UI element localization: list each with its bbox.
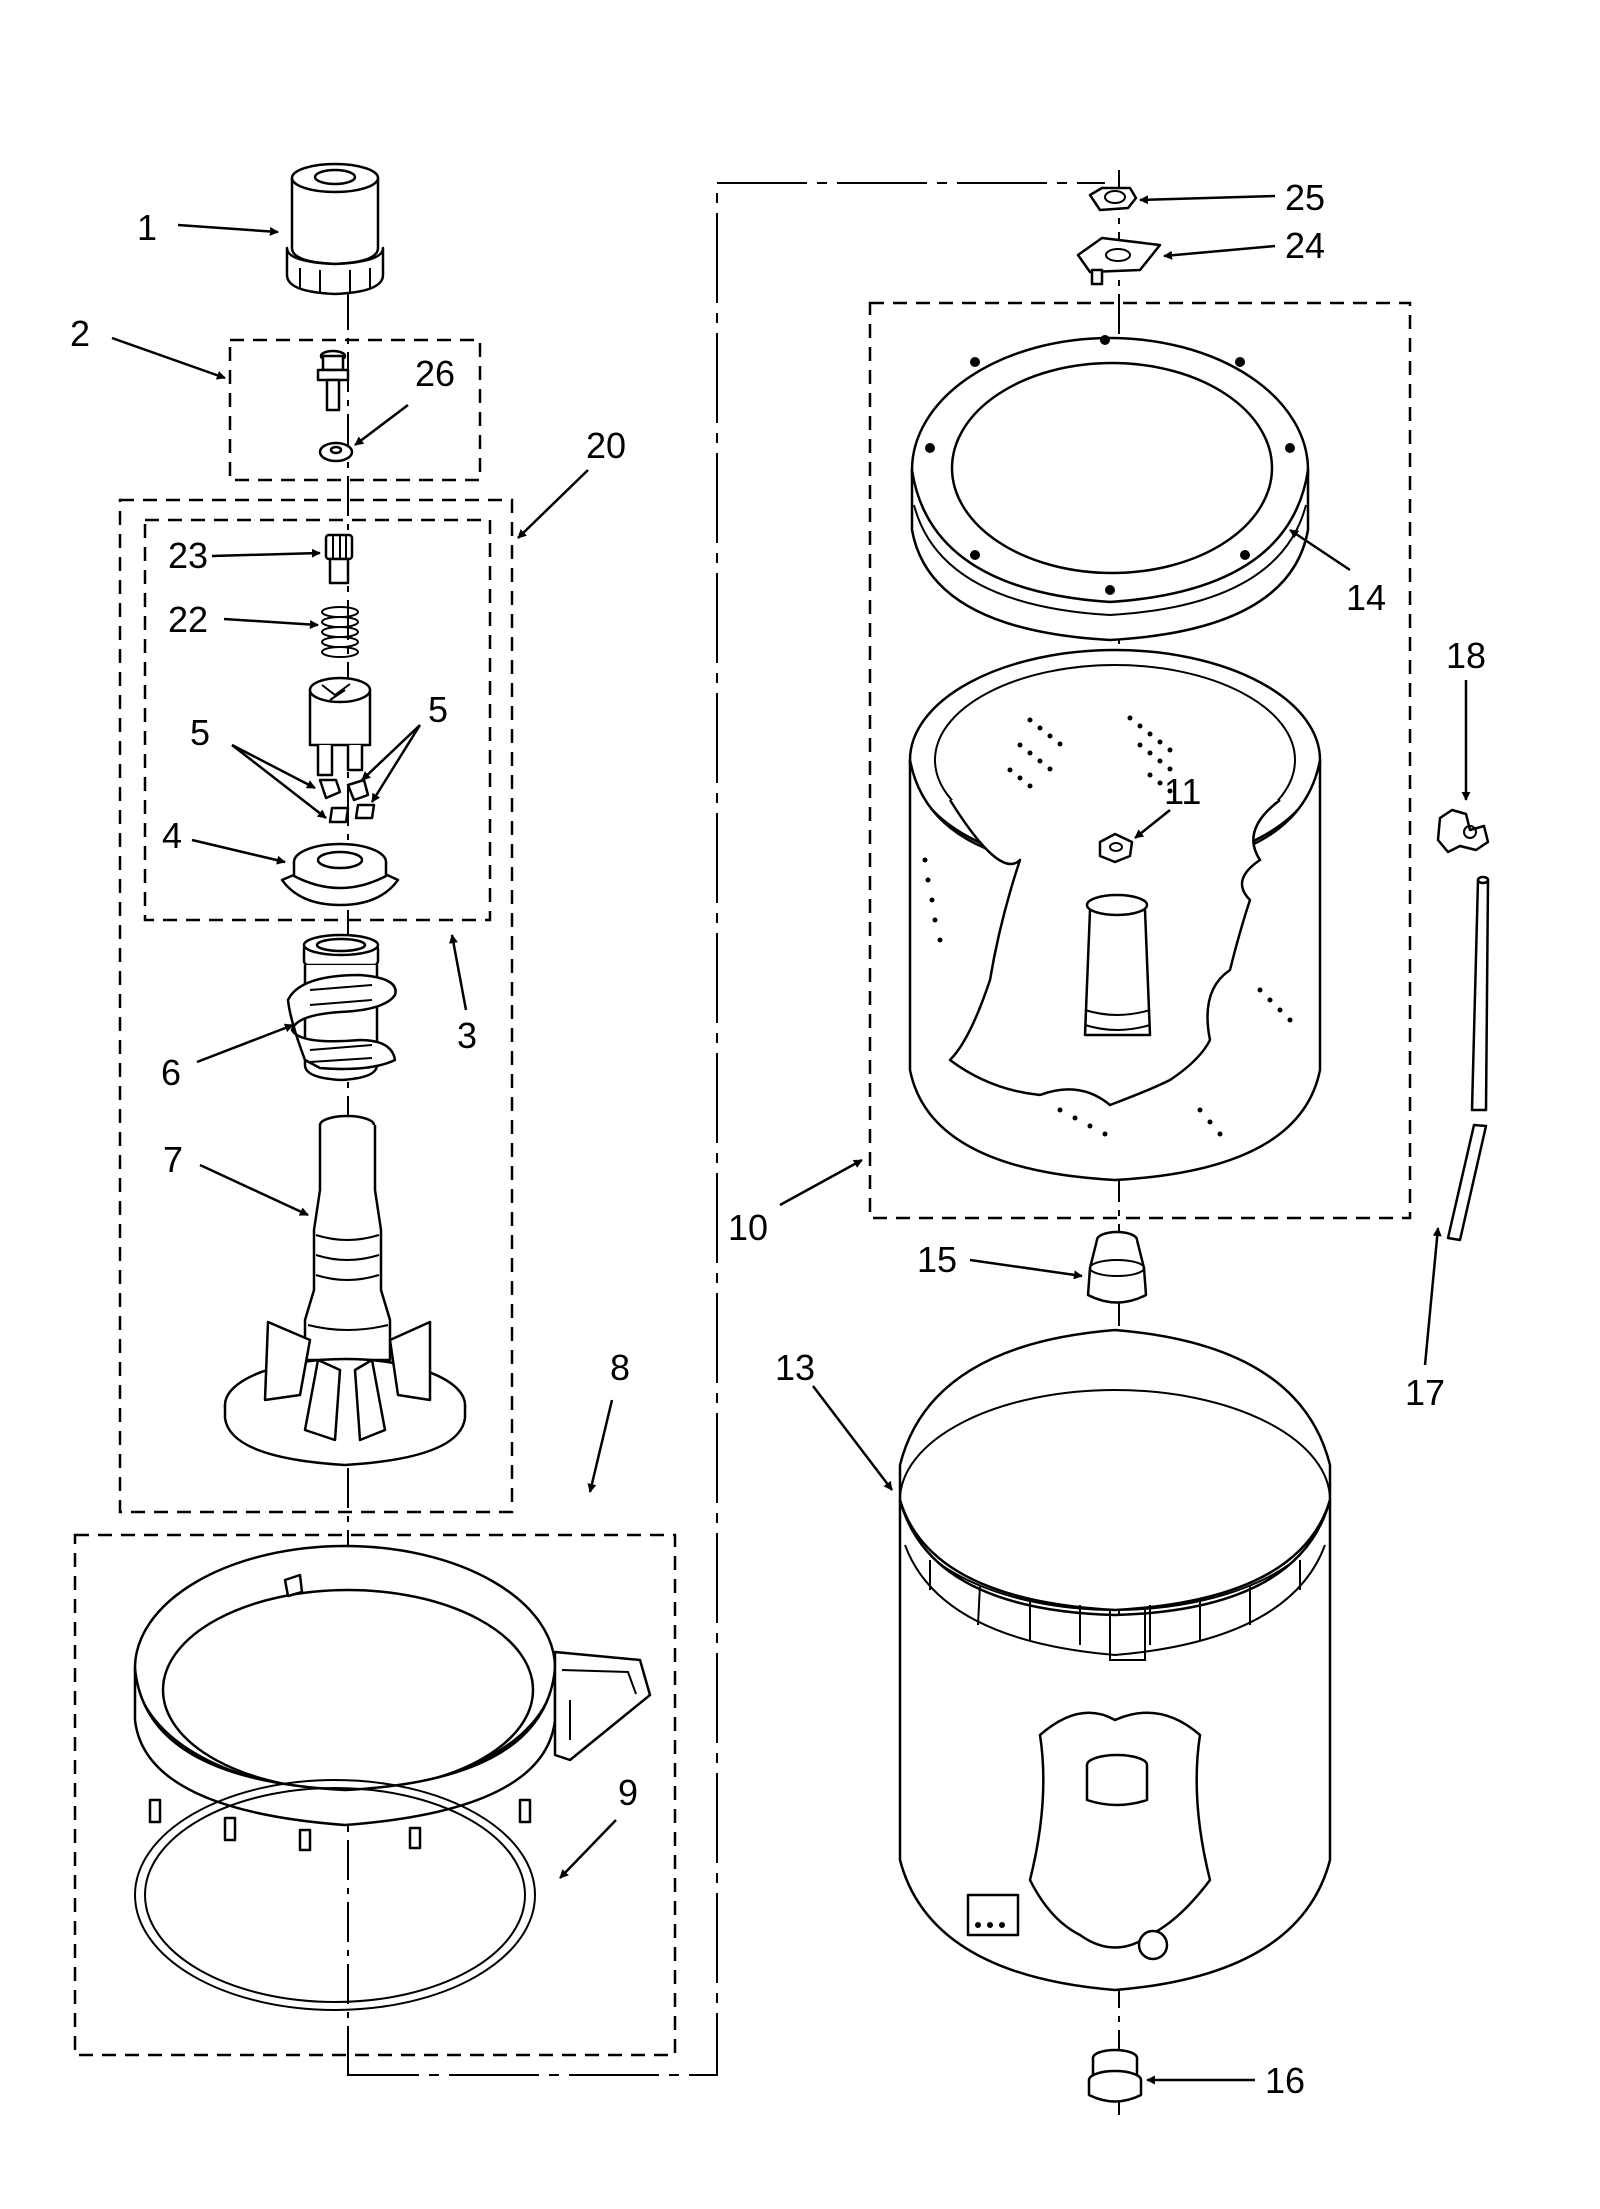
part-22-spring [321,606,359,658]
callout-4: 4 [162,815,182,856]
leader-11 [1134,809,1171,839]
callout-26: 26 [415,353,455,394]
leader-15 [969,1258,1083,1280]
callout-8: 8 [610,1347,630,1388]
leader-8 [587,1399,614,1493]
callout-9: 9 [618,1772,638,1813]
leader-26 [354,404,409,446]
callout-5a: 5 [190,712,210,753]
leader-1 [177,223,279,236]
part-18-clamp [1436,808,1490,854]
part-2-bolt [316,349,350,412]
part-6-auger [286,933,397,1082]
leader-5b-1 [361,724,421,781]
leader-10 [779,1158,863,1207]
part-17-hose [1446,875,1490,1242]
part-15-hub [1086,1230,1148,1304]
group-box-2 [228,338,482,482]
leader-9 [559,1819,617,1879]
leader-4 [191,838,286,865]
part-13-outer-tub [898,1328,1332,1992]
part-8-tub-ring [133,1544,652,1852]
callout-5b: 5 [428,689,448,730]
callout-23: 23 [168,535,208,576]
basket-perforations [922,715,1293,1137]
leader-20 [517,469,589,539]
leader-13 [812,1385,893,1491]
callout-24: 24 [1285,225,1325,266]
part-11-nut [1098,832,1134,864]
leader-24 [1163,244,1276,260]
leader-22 [223,617,319,629]
part-16-plug [1087,2048,1143,2103]
part-1-cap [285,162,385,296]
callout-2: 2 [70,313,90,354]
part-23-spline [324,533,354,585]
part-26-washer [318,441,354,463]
leader-2 [111,336,226,380]
callout-22: 22 [168,599,208,640]
part-14-balance-ring [910,335,1310,642]
callout-18: 18 [1446,635,1486,676]
group-box-8 [73,1533,677,2057]
leader-25 [1139,194,1276,205]
leader-6 [196,1023,294,1064]
leader-5a-2 [231,744,327,819]
part-7-agitator [223,1114,467,1467]
callout-7: 7 [163,1139,183,1180]
callout-25: 25 [1285,177,1325,218]
part-5-dogs [318,778,376,824]
part-24-bracket [1076,236,1162,286]
callout-11: 11 [1164,771,1201,812]
connector-line [347,182,1105,2076]
part-clutch-hub [308,676,372,777]
leader-5b-2 [370,724,422,803]
callout-10: 10 [728,1207,768,1248]
callout-15: 15 [917,1239,957,1280]
callout-13: 13 [775,1347,815,1388]
callout-14: 14 [1346,577,1386,618]
leader-14 [1289,528,1351,572]
callout-6: 6 [161,1052,181,1093]
leader-17 [1423,1227,1442,1366]
callout-1: 1 [137,207,157,248]
group-box-3 [143,518,492,922]
leader-5a-1 [231,743,316,790]
group-box-10 [868,301,1412,1220]
part-25-clip [1088,186,1138,212]
part-4-cam [280,842,400,907]
callout-3: 3 [457,1015,477,1056]
callout-20: 20 [586,425,626,466]
group-box-20 [118,498,514,1514]
callout-16: 16 [1265,2060,1305,2101]
part-9-seal-ring [134,1779,536,2011]
part-10-basket [908,648,1322,1182]
callout-17: 17 [1405,1372,1445,1413]
leader-7 [199,1163,309,1217]
leader-3 [449,934,468,1011]
leader-23 [211,548,321,558]
